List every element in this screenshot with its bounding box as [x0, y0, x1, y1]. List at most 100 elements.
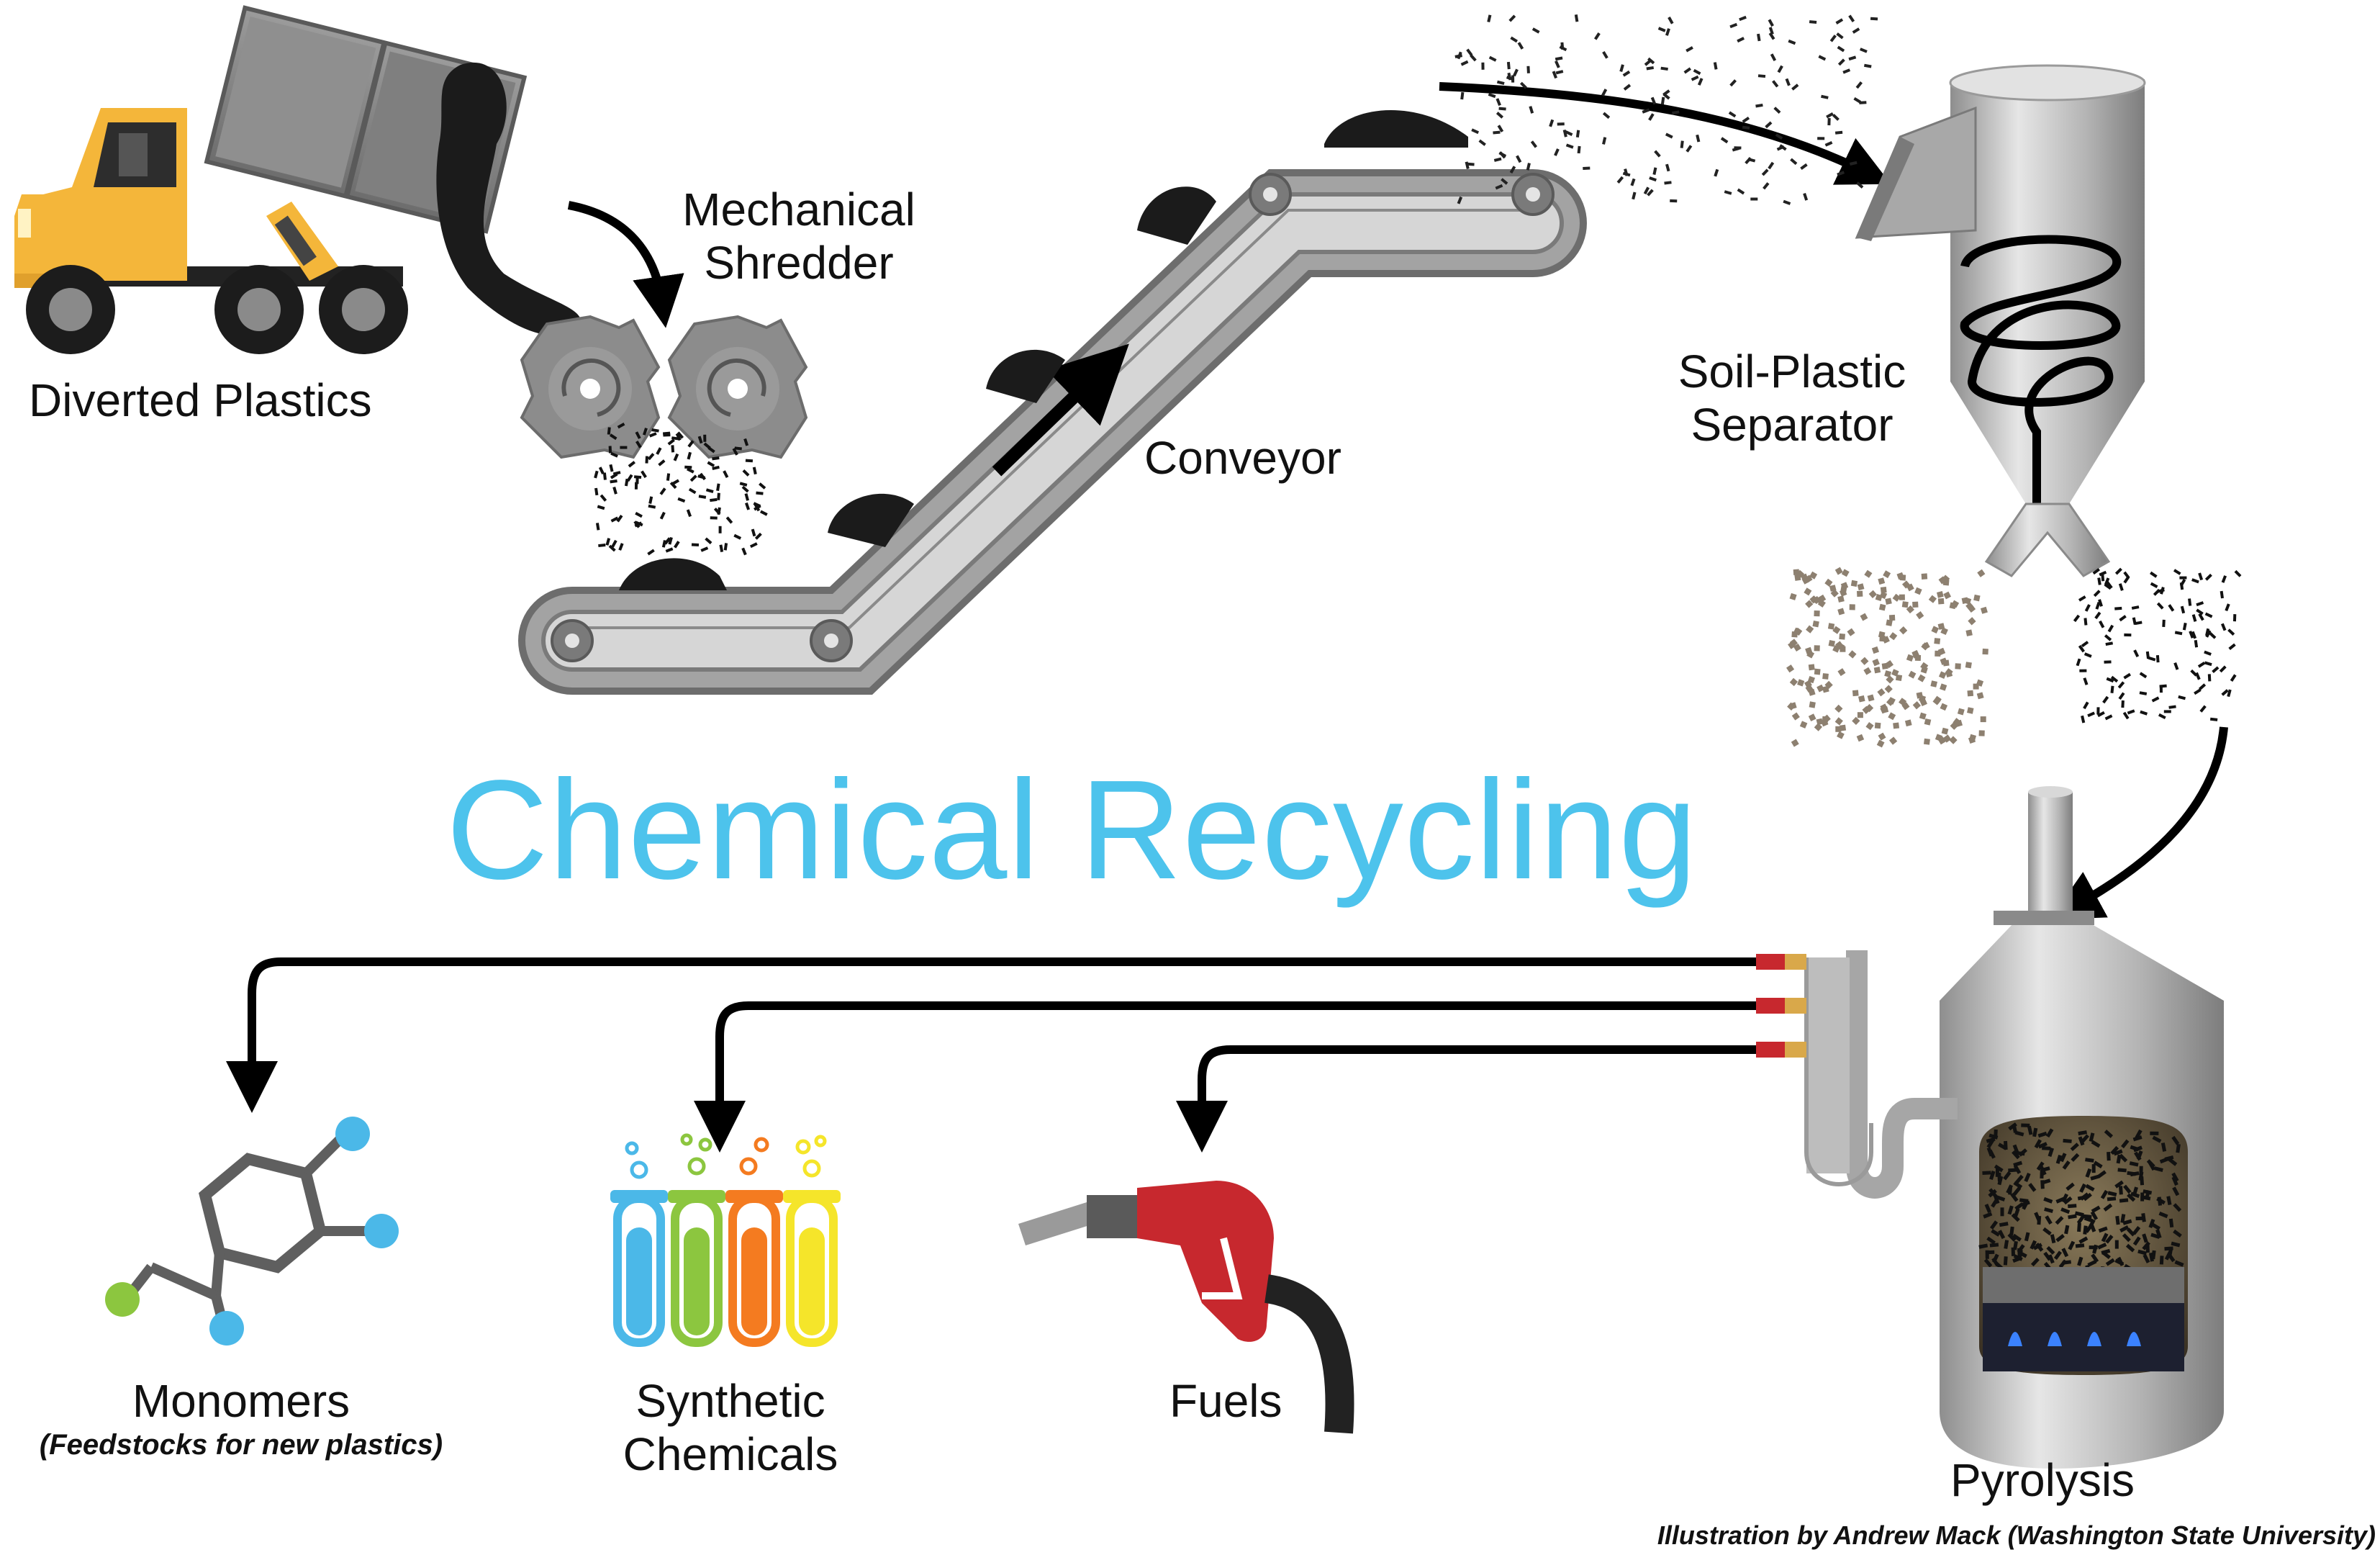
- particle: [620, 446, 628, 449]
- particle: [2034, 1139, 2042, 1149]
- particle: [1921, 573, 1928, 580]
- particle: [1973, 594, 1981, 602]
- particle: [673, 453, 679, 461]
- particle: [733, 533, 742, 540]
- particle: [2092, 568, 2100, 575]
- particle: [617, 423, 625, 429]
- particle: [1892, 593, 1901, 602]
- particle: [610, 451, 618, 458]
- particle: [1791, 739, 1799, 747]
- particle: [599, 494, 607, 502]
- particle: [2164, 1250, 2172, 1261]
- particle: [2099, 620, 2105, 628]
- particle: [710, 516, 718, 520]
- particle: [1829, 35, 1837, 42]
- particle: [2139, 672, 2148, 679]
- particle: [1552, 71, 1557, 79]
- particle: [2013, 1208, 2020, 1218]
- particle: [1911, 649, 1919, 658]
- particle: [2141, 1213, 2146, 1222]
- particle: [2196, 601, 2204, 607]
- particle: [1931, 626, 1940, 634]
- particle: [2151, 1250, 2156, 1260]
- particle: [2097, 1243, 2107, 1250]
- particle: [1895, 674, 1903, 682]
- particle: [594, 470, 599, 479]
- particle: [2110, 685, 2114, 693]
- particle: [1737, 37, 1745, 43]
- particle: [2036, 1161, 2045, 1171]
- particle: [2078, 595, 2086, 602]
- particle: [2078, 1236, 2089, 1244]
- particle: [1488, 55, 1497, 62]
- particle: [2078, 1130, 2087, 1136]
- particle: [609, 433, 617, 441]
- label-synthetic-line2: Chemicals: [623, 1428, 838, 1480]
- particle: [2063, 1196, 2073, 1205]
- particle: [2013, 1165, 2022, 1174]
- particle: [2153, 588, 2160, 596]
- particle: [595, 523, 600, 531]
- particle: [2097, 711, 2105, 718]
- particle: [2074, 1211, 2084, 1217]
- particle: [1884, 685, 1893, 693]
- particle: [1930, 680, 1937, 688]
- particle: [661, 540, 666, 548]
- particle: [2140, 1192, 2145, 1202]
- particle: [2168, 604, 2175, 612]
- line-to-synthetic-chemicals: [694, 1001, 1756, 1153]
- particle: [1852, 690, 1859, 697]
- particle: [1997, 1172, 2001, 1182]
- particle: [1565, 130, 1573, 136]
- particle: [2204, 661, 2212, 667]
- particle: [1601, 89, 1608, 96]
- particle: [2159, 685, 2163, 693]
- particle: [2012, 1150, 2020, 1160]
- particle: [2077, 1256, 2083, 1266]
- particle: [703, 434, 707, 442]
- particle: [1982, 1171, 1991, 1176]
- particle: [1647, 57, 1655, 65]
- particle: [1660, 96, 1665, 105]
- particle: [2075, 1243, 2085, 1248]
- particle: [2068, 1214, 2077, 1220]
- particle: [2123, 672, 2132, 680]
- particle: [633, 475, 642, 479]
- particle: [2129, 1161, 2139, 1167]
- particle: [2100, 1189, 2109, 1199]
- particle: [1680, 140, 1684, 148]
- particle: [1470, 54, 1477, 62]
- arrow-to-pyrolysis: [2050, 726, 2228, 920]
- particle: [2131, 605, 2140, 610]
- particle: [665, 547, 674, 553]
- particle: [2098, 599, 2103, 607]
- particle: [1937, 647, 1946, 656]
- particle: [2093, 590, 2101, 598]
- particle: [2083, 677, 2089, 685]
- particle: [1848, 55, 1857, 61]
- particle: [2117, 681, 2125, 689]
- particle: [2198, 613, 2204, 621]
- particle: [1724, 190, 1732, 195]
- particle: [1763, 182, 1770, 190]
- particle: [1526, 163, 1531, 171]
- particle: [1577, 145, 1581, 154]
- particle: [2091, 1253, 2099, 1263]
- particle: [1860, 657, 1869, 665]
- particle: [2043, 1196, 2053, 1204]
- particle: [2209, 631, 2217, 639]
- particle: [2179, 579, 2186, 587]
- particle: [598, 466, 605, 475]
- particle: [2137, 1249, 2148, 1256]
- particle: [2194, 639, 2199, 648]
- particle: [1755, 103, 1763, 108]
- particle: [1988, 1188, 1997, 1197]
- particle: [1619, 64, 1624, 73]
- particle: [648, 432, 657, 438]
- particle: [1745, 157, 1752, 165]
- particle: [1773, 107, 1781, 114]
- particle: [1976, 692, 1984, 700]
- particle: [662, 431, 671, 436]
- particle: [1938, 576, 1947, 585]
- particle: [1908, 670, 1917, 679]
